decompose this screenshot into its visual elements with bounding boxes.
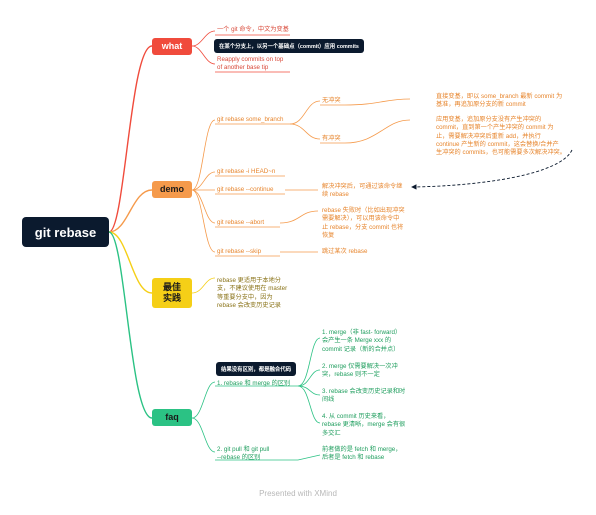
best-practice-desc[interactable]: rebase 更适用于本地分 支，不建议使用在 master 等重要分支中，因为… bbox=[217, 277, 288, 310]
what-callout: 在某个分支上，以另一个基础点（commit）应用 commits bbox=[214, 39, 364, 53]
faq-q2[interactable]: 2. git pull 和 git pull --rebase 的区别 bbox=[217, 446, 270, 462]
demo-continue-desc[interactable]: 解决冲突后，可通过该命令继 续 rebase bbox=[322, 183, 403, 199]
faq-a3[interactable]: 3. rebase 会改变历史记录和时 间线 bbox=[322, 388, 406, 404]
connector-root-what bbox=[108, 45, 153, 233]
demo-cmd-interactive[interactable]: git rebase -i HEAD~n bbox=[217, 168, 276, 175]
faq-a4[interactable]: 4. 从 commit 历史来看， rebase 更清晰，merge 会有很 多… bbox=[322, 413, 406, 437]
branch-faq[interactable]: faq bbox=[152, 409, 192, 426]
root-topic[interactable]: git rebase bbox=[22, 217, 109, 247]
demo-cmd-continue[interactable]: git rebase --continue bbox=[217, 186, 274, 193]
connector-root-demo bbox=[108, 189, 153, 233]
demo-conflict[interactable]: 有冲突 bbox=[322, 135, 341, 142]
demo-cmd-abort[interactable]: git rebase --abort bbox=[217, 219, 265, 226]
demo-cmd-rebase-branch[interactable]: git rebase some_branch bbox=[217, 116, 284, 123]
branch-demo[interactable]: demo bbox=[152, 181, 192, 198]
xmind-footer: Presented with XMind bbox=[259, 489, 337, 498]
branch-what[interactable]: what bbox=[152, 38, 192, 55]
faq-a2[interactable]: 2. merge 仅需要解决一次冲 突，rebase 则不一定 bbox=[322, 363, 398, 379]
demo-conflict-desc[interactable]: 应用变基，追加原分支没有产生冲突的 commit，直到第一个产生冲突的 comm… bbox=[436, 116, 566, 157]
connector-root-best bbox=[108, 231, 153, 294]
demo-skip-desc[interactable]: 跳过某次 rebase bbox=[322, 248, 368, 255]
faq-a1[interactable]: 1. merge（非 fast- forward） 会产生一条 Merge xx… bbox=[322, 329, 402, 353]
demo-cmd-skip[interactable]: git rebase --skip bbox=[217, 248, 262, 255]
faq-a5[interactable]: 前者做的是 fetch 和 merge， 后者是 fetch 和 rebase bbox=[322, 446, 402, 462]
faq-q1[interactable]: 1. rebase 和 merge 的区别 bbox=[217, 380, 291, 387]
demo-abort-desc[interactable]: rebase 失败时（比如出现冲突 需要解决），可以用该命令中 止 rebase… bbox=[322, 207, 405, 240]
connector-root-faq bbox=[108, 231, 153, 419]
demo-no-conflict[interactable]: 无冲突 bbox=[322, 97, 341, 104]
faq-callout: 结果没有区别，都是融合代码 bbox=[216, 362, 297, 376]
branch-best-practice[interactable]: 最佳 实践 bbox=[152, 278, 192, 308]
what-item-2[interactable]: Reapply commits on top of another base t… bbox=[217, 56, 284, 72]
what-item-1[interactable]: 一个 git 命令，中文为变基 bbox=[217, 26, 289, 33]
relationship-arrow bbox=[411, 149, 573, 190]
demo-no-conflict-desc[interactable]: 直接变基，即以 some_branch 最新 commit 为 基准，再追加原分… bbox=[436, 93, 563, 109]
